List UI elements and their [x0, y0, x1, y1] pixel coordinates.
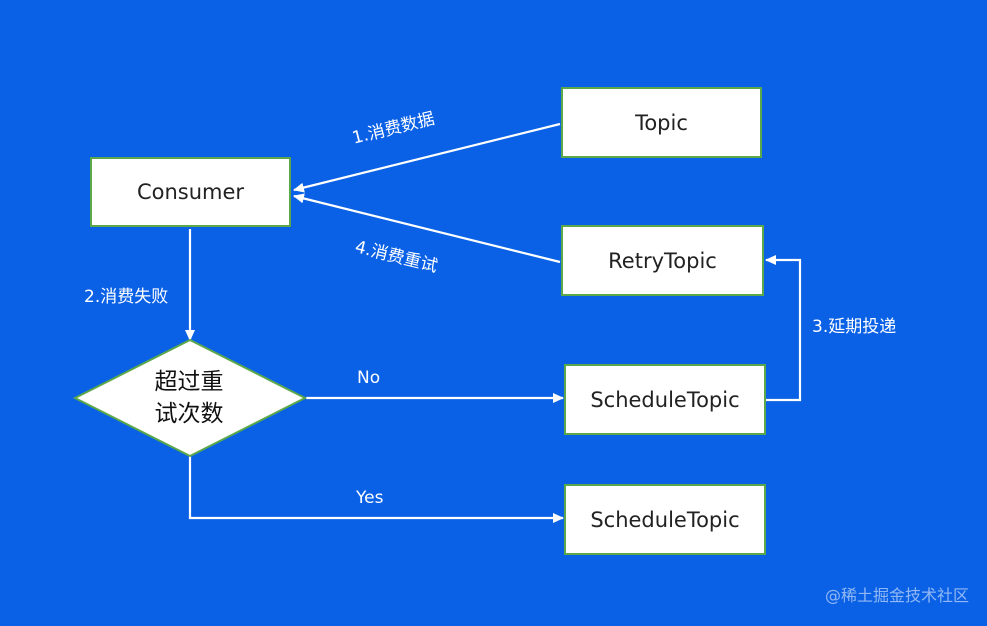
edge-topic-to-consumer — [293, 122, 561, 193]
decision-label-line2: 试次数 — [154, 401, 224, 427]
node-retry-topic: RetryTopic — [561, 225, 764, 296]
node-consumer: Consumer — [90, 157, 291, 227]
node-schedule-topic-yes: ScheduleTopic — [564, 484, 766, 555]
decision-diamond — [72, 338, 308, 458]
label-no: No — [357, 368, 381, 388]
label-yes: Yes — [356, 488, 384, 508]
label-consume-fail: 2.消费失败 — [84, 287, 169, 307]
watermark: @稀土掘金技术社区 — [824, 586, 969, 605]
edge-decision-yes — [188, 456, 564, 523]
edge-schedule-to-retry — [765, 255, 802, 402]
label-delayed-delivery: 3.延期投递 — [812, 317, 897, 337]
node-topic: Topic — [561, 87, 762, 158]
node-schedule-topic-no: ScheduleTopic — [564, 364, 766, 435]
decision-label: 超过重 试次数 — [118, 366, 260, 430]
edge-retrytopic-to-consumer — [293, 193, 561, 264]
decision-label-line1: 超过重 — [154, 369, 224, 395]
